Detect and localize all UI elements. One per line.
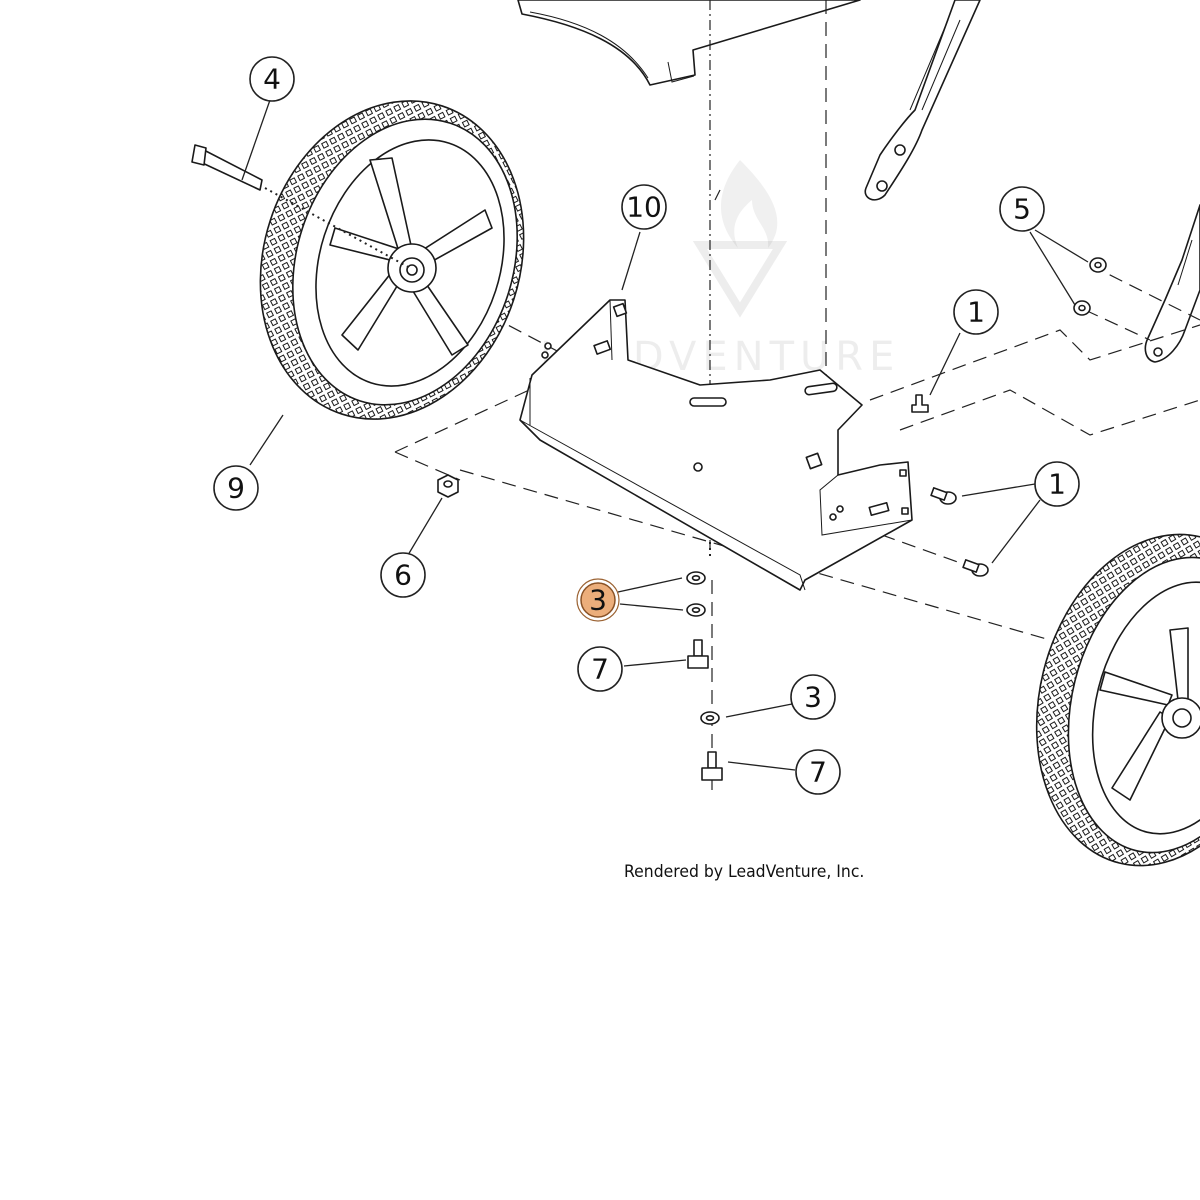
callout-4-label: 4 bbox=[263, 63, 281, 96]
callout-1-upper[interactable]: 1 bbox=[953, 289, 999, 335]
callout-1-upper-label: 1 bbox=[967, 296, 985, 329]
callout-4[interactable]: 4 bbox=[249, 56, 295, 102]
callout-10-label: 10 bbox=[626, 191, 662, 224]
callout-3-highlighted[interactable]: 3 bbox=[576, 578, 620, 622]
base-bracket-part bbox=[519, 299, 913, 591]
lock-nut-part bbox=[1073, 257, 1107, 316]
callout-3-lower-label: 3 bbox=[804, 681, 822, 714]
axle-bolt-part bbox=[191, 144, 411, 269]
upper-housing-part bbox=[517, 0, 861, 86]
hex-nut-part bbox=[437, 474, 459, 498]
callout-9-label: 9 bbox=[227, 472, 245, 505]
right-wheel-part bbox=[1035, 533, 1200, 867]
flange-bolt-part bbox=[687, 639, 723, 781]
callout-3-lower[interactable]: 3 bbox=[790, 674, 836, 720]
callout-9[interactable]: 9 bbox=[213, 465, 259, 511]
callout-7-lower[interactable]: 7 bbox=[795, 749, 841, 795]
callout-3-highlighted-label: 3 bbox=[589, 584, 607, 617]
callout-7-upper-label: 7 bbox=[591, 653, 609, 686]
callout-5-label: 5 bbox=[1013, 193, 1031, 226]
callout-1-lower-label: 1 bbox=[1048, 468, 1066, 501]
render-credit: Rendered by LeadVenture, Inc. bbox=[624, 862, 865, 882]
carriage-bolt-part bbox=[911, 394, 989, 577]
callout-1-lower[interactable]: 1 bbox=[1034, 461, 1080, 507]
callout-6-label: 6 bbox=[394, 559, 412, 592]
washer-part bbox=[686, 571, 720, 725]
callout-6[interactable]: 6 bbox=[380, 552, 426, 598]
callout-10[interactable]: 10 bbox=[621, 184, 667, 230]
right-handle-arm-part bbox=[1144, 204, 1200, 363]
callout-7-lower-label: 7 bbox=[809, 756, 827, 789]
callout-5[interactable]: 5 bbox=[999, 186, 1045, 232]
left-wheel-part bbox=[259, 100, 525, 420]
callout-7-upper[interactable]: 7 bbox=[577, 646, 623, 692]
handle-arm-part bbox=[864, 0, 981, 201]
leader-lines bbox=[241, 99, 1089, 771]
